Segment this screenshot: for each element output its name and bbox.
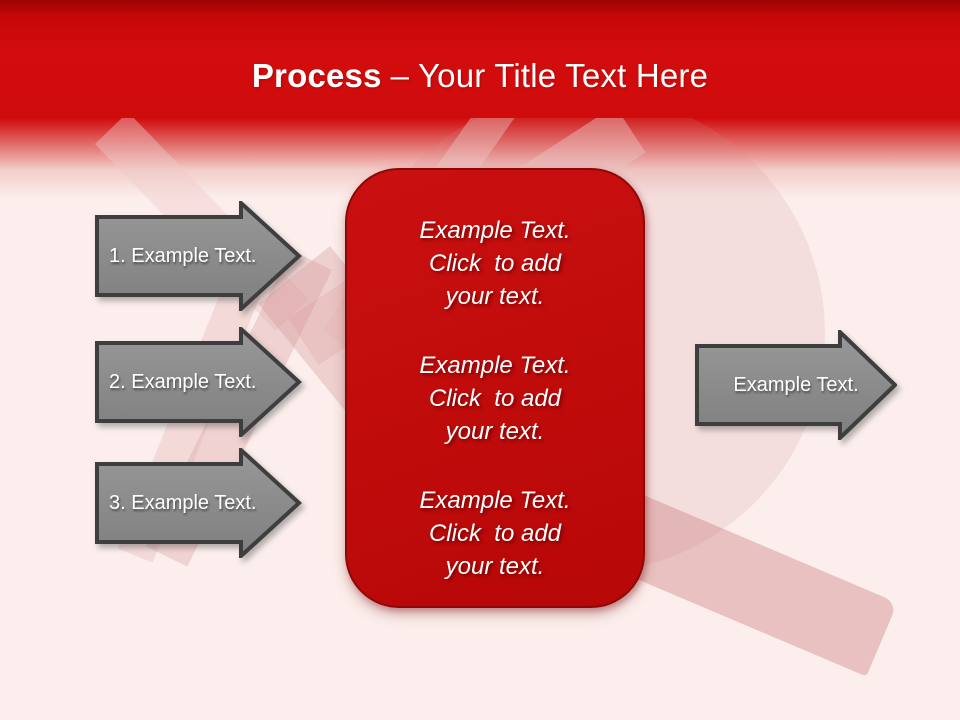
placeholder-text-2[interactable]: Example Text. Click to add your text. bbox=[419, 352, 571, 445]
right-arrow-shape bbox=[95, 448, 302, 558]
process-arrow-2-label: 2. Example Text. bbox=[109, 370, 257, 393]
output-arrow-label: Example Text. bbox=[733, 373, 859, 396]
right-arrow-shape bbox=[695, 330, 897, 440]
process-arrow-1[interactable]: 1. Example Text. bbox=[95, 201, 303, 311]
process-arrow-3[interactable]: 3. Example Text. bbox=[95, 448, 303, 558]
slide-title-keyword: Process bbox=[251, 57, 382, 94]
right-arrow-shape bbox=[95, 201, 302, 311]
content-placeholder-box[interactable]: Example Text. Click to add your text. Ex… bbox=[345, 168, 645, 608]
header-gradient-band bbox=[0, 0, 960, 200]
process-arrow-3-label: 3. Example Text. bbox=[109, 491, 257, 514]
placeholder-text-3[interactable]: Example Text. Click to add your text. bbox=[419, 487, 571, 580]
process-arrow-1-label: 1. Example Text. bbox=[109, 244, 257, 267]
output-arrow[interactable]: Example Text. bbox=[695, 330, 897, 440]
right-arrow-shape bbox=[95, 327, 302, 437]
process-arrow-2[interactable]: 2. Example Text. bbox=[95, 327, 303, 437]
placeholder-text-1[interactable]: Example Text. Click to add your text. bbox=[419, 217, 571, 310]
slide-title: Process– Your Title Text Here bbox=[0, 54, 960, 98]
slide-title-rest: – Your Title Text Here bbox=[390, 57, 709, 94]
